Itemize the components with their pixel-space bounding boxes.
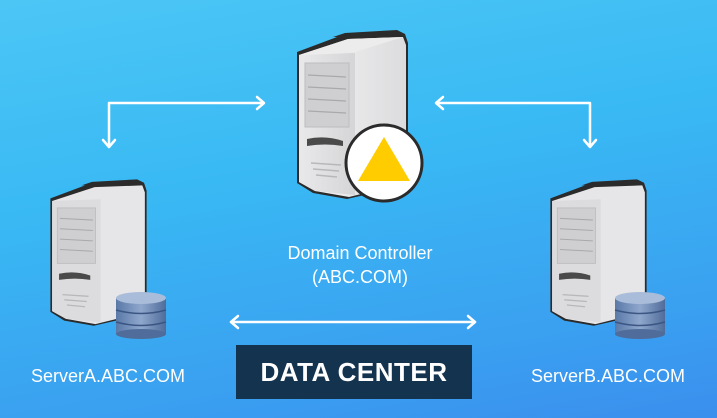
arrow-dc-to-server-a [101,95,266,149]
warning-badge [344,123,424,203]
data-center-label: DATA CENTER [260,356,448,387]
data-center-banner: DATA CENTER [236,345,472,399]
domain-controller-domain: (ABC.COM) [312,267,408,287]
domain-controller-server-icon [297,30,408,199]
warning-triangle-icon [358,137,410,181]
arrow-dc-to-server-b [434,95,598,149]
server-a-icon [50,179,147,326]
arrow-server-a-to-server-b [229,314,477,330]
domain-controller-title: Domain Controller [287,243,433,263]
server-b-icon [550,179,647,326]
server-b-label: ServerB.ABC.COM [530,366,686,386]
server-a-label: ServerA.ABC.COM [30,366,186,386]
database-icon [115,292,167,339]
database-icon [614,292,666,339]
domain-controller-label: Domain Controller (ABC.COM) [230,241,490,289]
